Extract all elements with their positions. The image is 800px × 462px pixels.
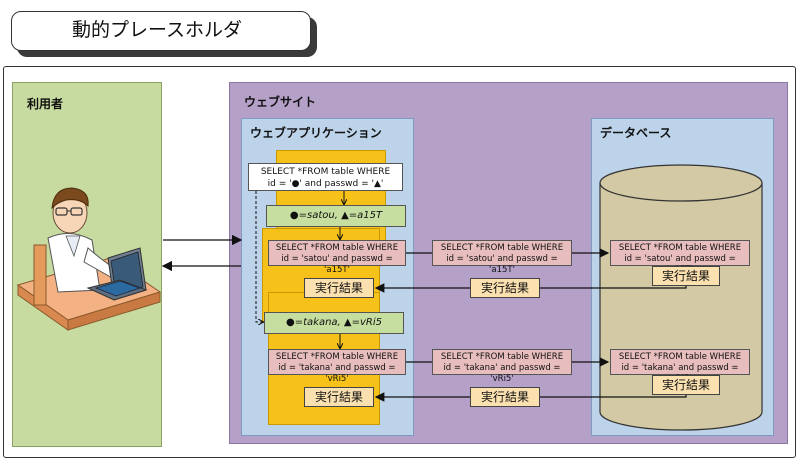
sql-query-1-app: SELECT *FROM table WHERE id = 'satou' an… — [268, 240, 406, 275]
sql-template-line1: SELECT *FROM table WHERE — [260, 167, 391, 177]
sql-line2: id = 'takana' and passwd = 'vRi5' — [443, 363, 561, 384]
user-panel-title: 利用者 — [27, 97, 64, 111]
result-box-2-app: 実行結果 — [304, 387, 374, 407]
bind-params-1: ●=satou, ▲=a15T — [266, 205, 406, 227]
database-panel-title: データベース — [600, 126, 672, 140]
sql-line1: SELECT *FROM table WHERE — [618, 243, 742, 253]
website-panel-title: ウェブサイト — [244, 95, 317, 109]
bind-params-2: ●=takana, ▲=vRi5 — [264, 312, 404, 334]
sql-template: SELECT *FROM table WHERE id = '●' and pa… — [248, 163, 403, 191]
sql-line1: SELECT *FROM table WHERE — [275, 243, 399, 253]
webapp-panel-title: ウェブアプリケーション — [250, 126, 382, 140]
sql-line2: id = 'satou' and passwd = 'a15T' — [446, 254, 558, 275]
sql-line1: SELECT *FROM table WHERE — [618, 352, 742, 362]
sql-line1: SELECT *FROM table WHERE — [275, 352, 399, 362]
user-panel: 利用者 — [12, 82, 162, 447]
sql-line2: id = 'takana' and passwd = 'vRi5' — [278, 363, 396, 384]
result-box-1-app: 実行結果 — [304, 278, 374, 298]
diagram-title: 動的プレースホルダ — [11, 11, 311, 51]
sql-query-1-transit: SELECT *FROM table WHERE id = 'satou' an… — [432, 240, 572, 275]
sql-line1: SELECT *FROM table WHERE — [440, 352, 564, 362]
result-box-1-db: 実行結果 — [652, 266, 720, 286]
result-box-1-transit: 実行結果 — [470, 278, 540, 298]
sql-line2: id = 'satou' and passwd = 'a15T' — [281, 254, 393, 275]
sql-template-line2: id = '●' and passwd = '▲' — [267, 179, 384, 189]
sql-query-1-db: SELECT *FROM table WHERE id = 'satou' an… — [610, 240, 750, 275]
sql-line1: SELECT *FROM table WHERE — [440, 243, 564, 253]
sql-query-2-app: SELECT *FROM table WHERE id = 'takana' a… — [268, 349, 406, 384]
sql-query-2-db: SELECT *FROM table WHERE id = 'takana' a… — [610, 349, 750, 384]
sql-query-2-transit: SELECT *FROM table WHERE id = 'takana' a… — [432, 349, 572, 384]
result-box-2-db: 実行結果 — [652, 375, 720, 395]
result-box-2-transit: 実行結果 — [470, 387, 540, 407]
